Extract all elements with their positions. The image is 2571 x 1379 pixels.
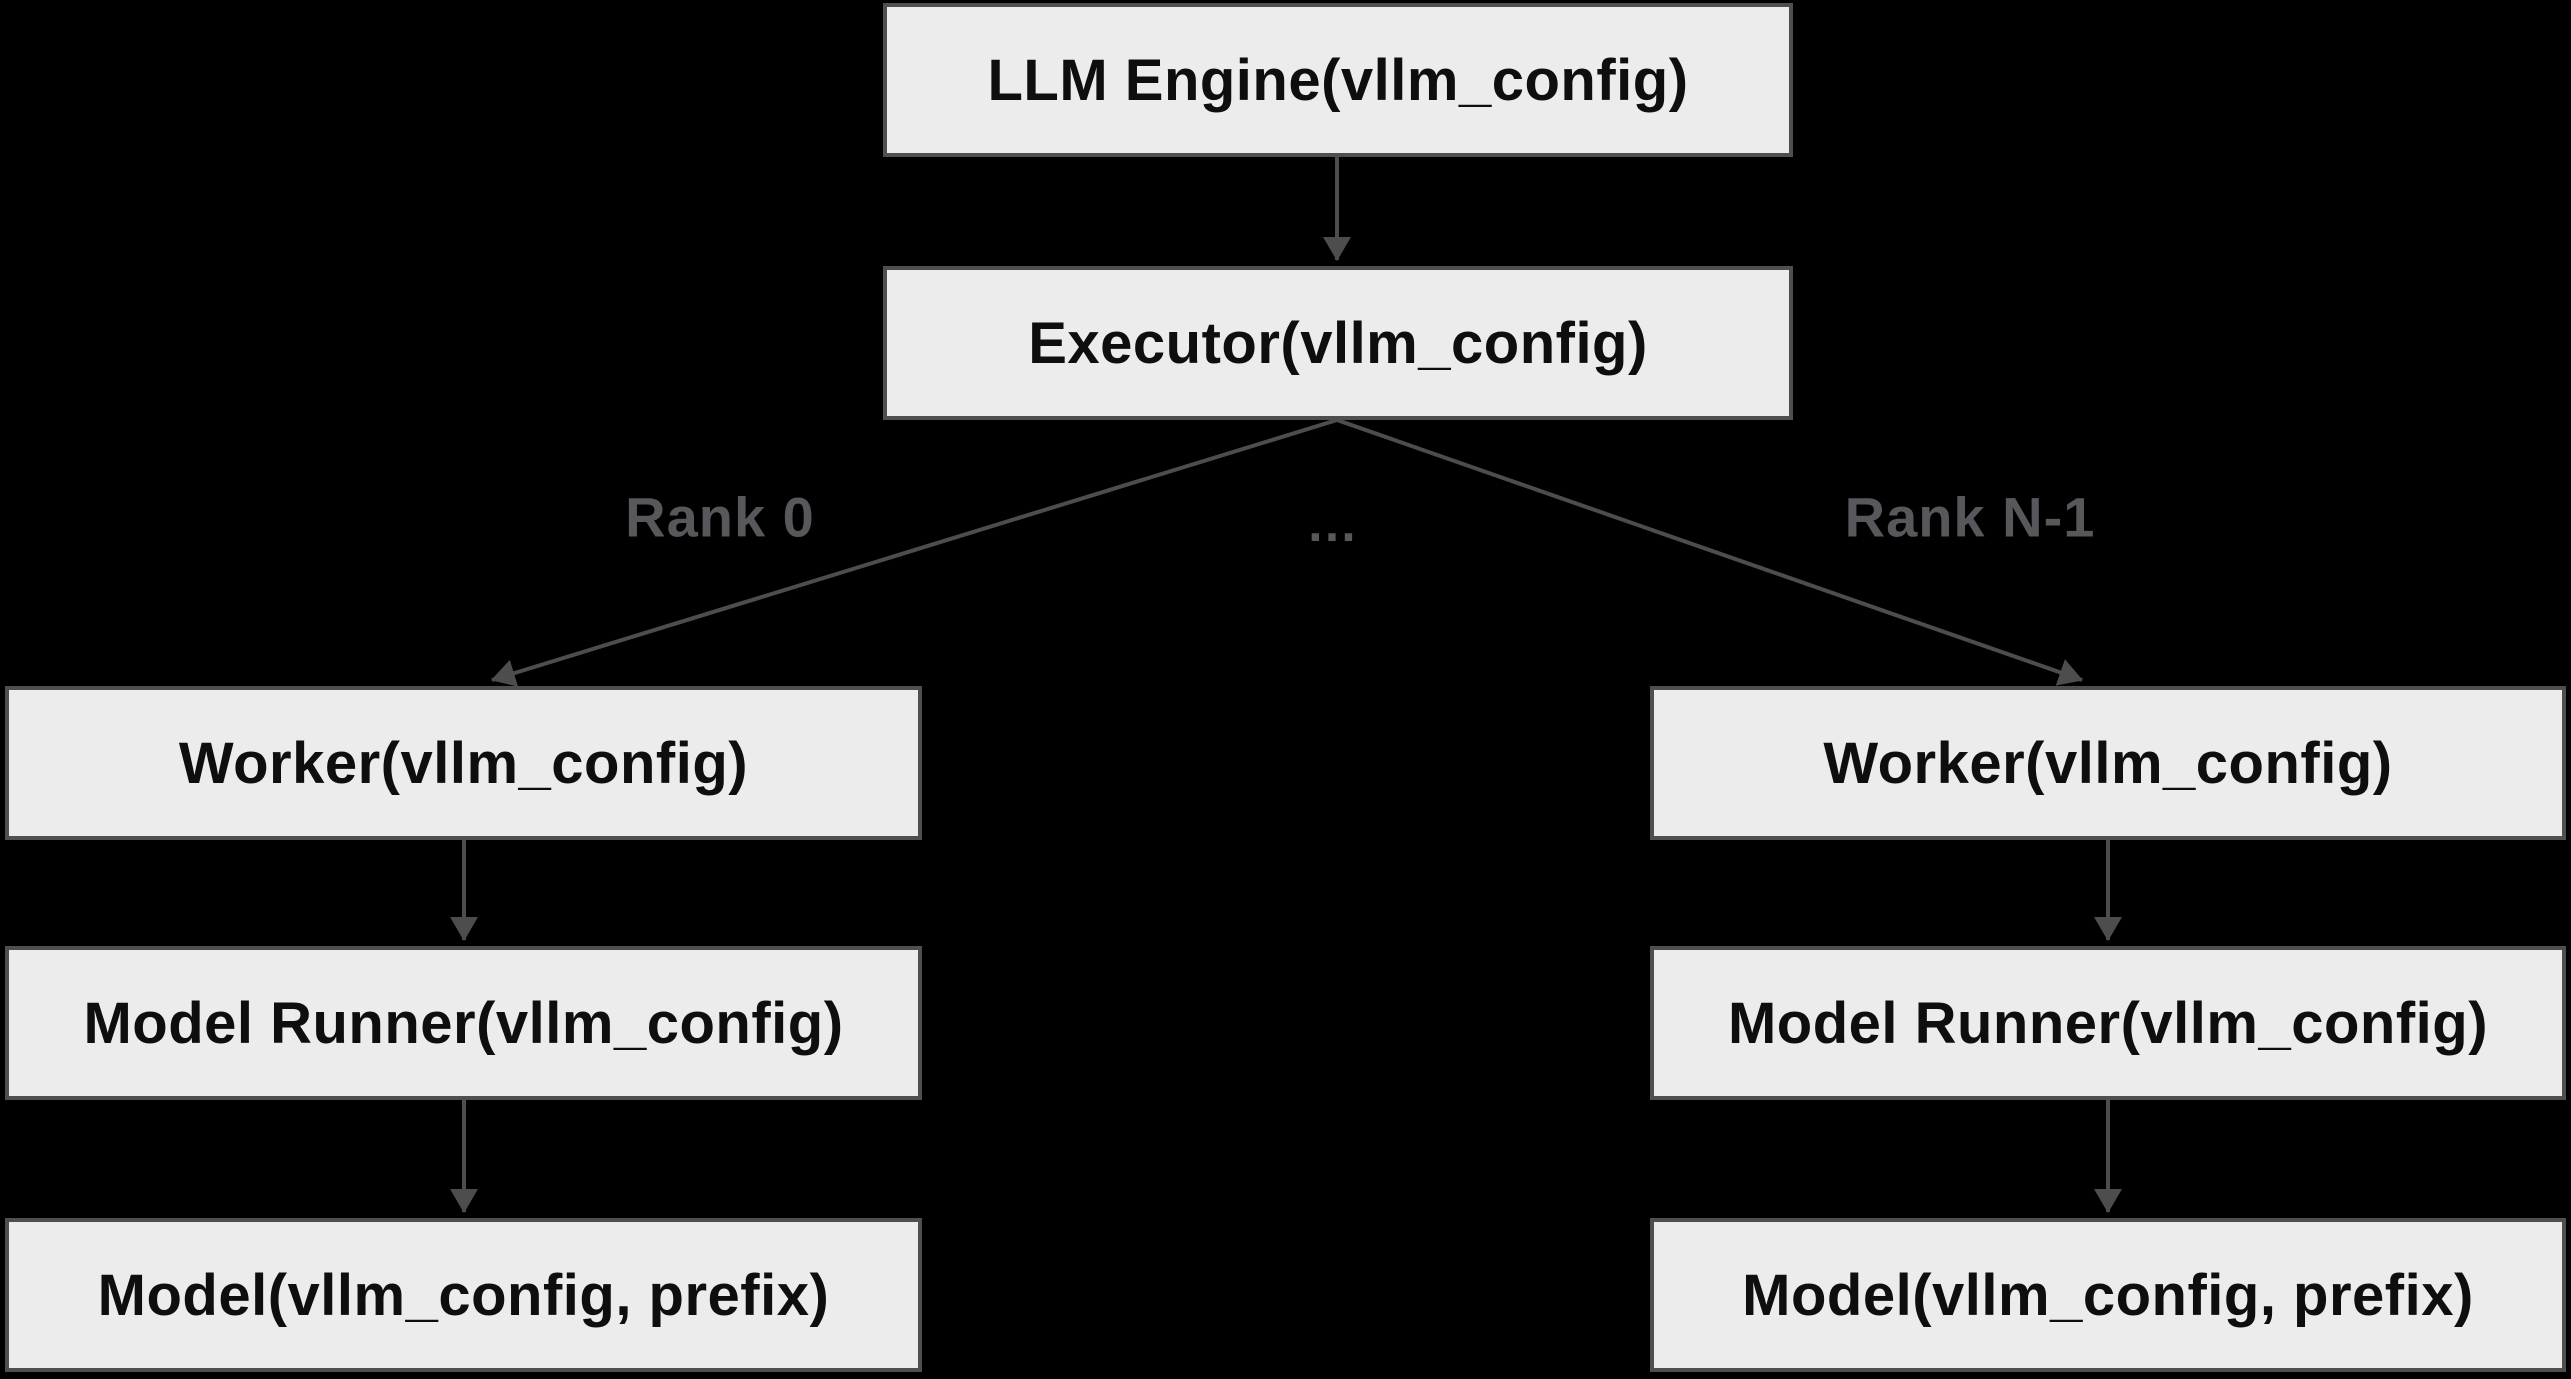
node-model-rank-n-1-label: Model(vllm_config, prefix) xyxy=(1742,1262,2474,1328)
node-llm-engine: LLM Engine(vllm_config) xyxy=(883,3,1793,157)
node-executor: Executor(vllm_config) xyxy=(883,266,1793,420)
node-worker-rank-n-1-label: Worker(vllm_config) xyxy=(1823,730,2393,796)
node-model-runner-rank0: Model Runner(vllm_config) xyxy=(5,946,922,1100)
node-model-rank-n-1: Model(vllm_config, prefix) xyxy=(1650,1218,2566,1372)
node-model-runner-rank-n-1-label: Model Runner(vllm_config) xyxy=(1727,990,2489,1056)
node-worker-rank-n-1: Worker(vllm_config) xyxy=(1650,686,2566,840)
node-worker-rank0-label: Worker(vllm_config) xyxy=(178,730,749,796)
edge-label-ellipsis: … xyxy=(1306,495,1360,553)
node-llm-engine-label: LLM Engine(vllm_config) xyxy=(987,47,1689,113)
node-model-rank0-label: Model(vllm_config, prefix) xyxy=(97,1262,830,1328)
node-model-rank0: Model(vllm_config, prefix) xyxy=(5,1218,922,1372)
node-executor-label: Executor(vllm_config) xyxy=(1028,310,1648,376)
node-model-runner-rank-n-1: Model Runner(vllm_config) xyxy=(1650,946,2566,1100)
edge-executor-to-worker-rank0 xyxy=(491,418,1338,687)
edge-label-rank-0: Rank 0 xyxy=(625,485,815,549)
edge-executor-to-worker-rank-n-1 xyxy=(1336,418,2083,686)
node-worker-rank0: Worker(vllm_config) xyxy=(5,686,922,840)
node-model-runner-rank0-label: Model Runner(vllm_config) xyxy=(83,990,844,1056)
edge-label-rank-n-1: Rank N-1 xyxy=(1844,485,2096,549)
